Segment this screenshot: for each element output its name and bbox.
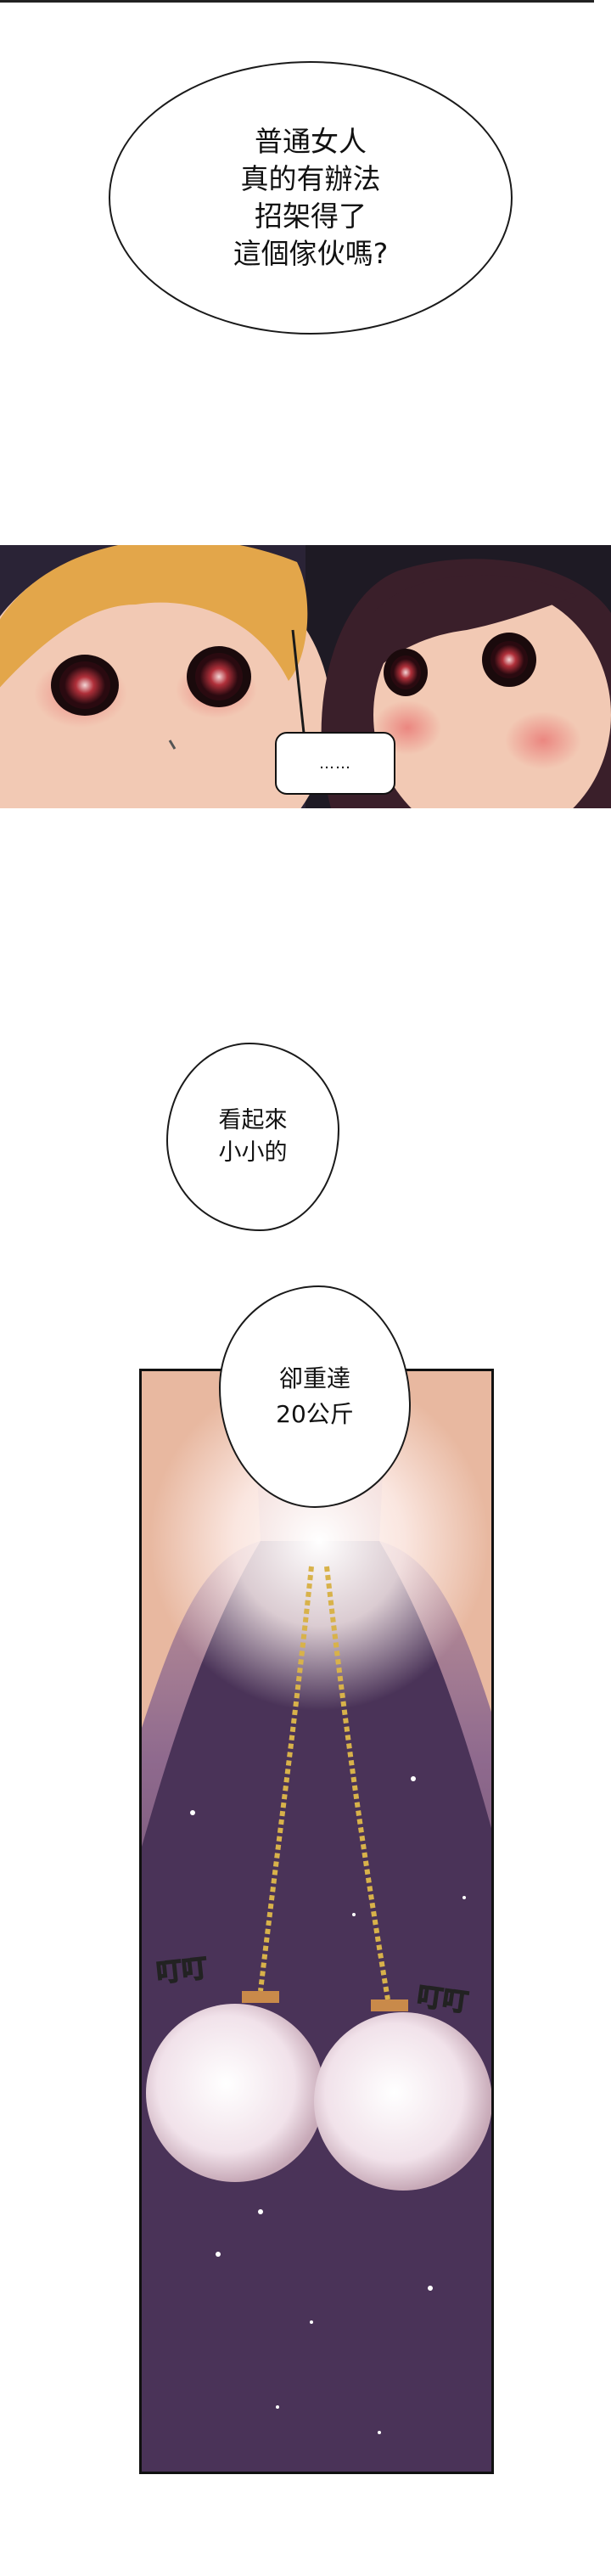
bubble-line: 看起來: [218, 1107, 288, 1133]
panel-chain-art: [142, 1371, 491, 2472]
speech-bubble-ellipsis: ……: [275, 732, 395, 795]
bubble-line: 20公斤: [276, 1400, 354, 1428]
panel-two-girls: ……: [0, 545, 611, 808]
speech-bubble-small: 看起來 小小的: [166, 1043, 339, 1231]
bubble-line: 真的有辦法: [240, 162, 381, 195]
bubble-line: 普通女人: [255, 125, 367, 158]
speech-bubble-weight: 卻重達 20公斤: [219, 1285, 411, 1508]
speech-bubble-question: 普通女人 真的有辦法 招架得了 這個傢伙嗎?: [109, 61, 513, 335]
sound-effect-left: 叮叮: [154, 1953, 210, 1989]
sound-effect-right: 叮叮: [415, 1981, 471, 2019]
bubble-line: 招架得了: [255, 200, 367, 233]
bubble-line: 這個傢伙嗎?: [233, 237, 389, 270]
bubble-line: 卻重達: [278, 1364, 350, 1392]
top-border-line: [0, 0, 594, 3]
bubble-line: 小小的: [218, 1139, 288, 1166]
panel-golden-chain-balls: [139, 1369, 494, 2474]
